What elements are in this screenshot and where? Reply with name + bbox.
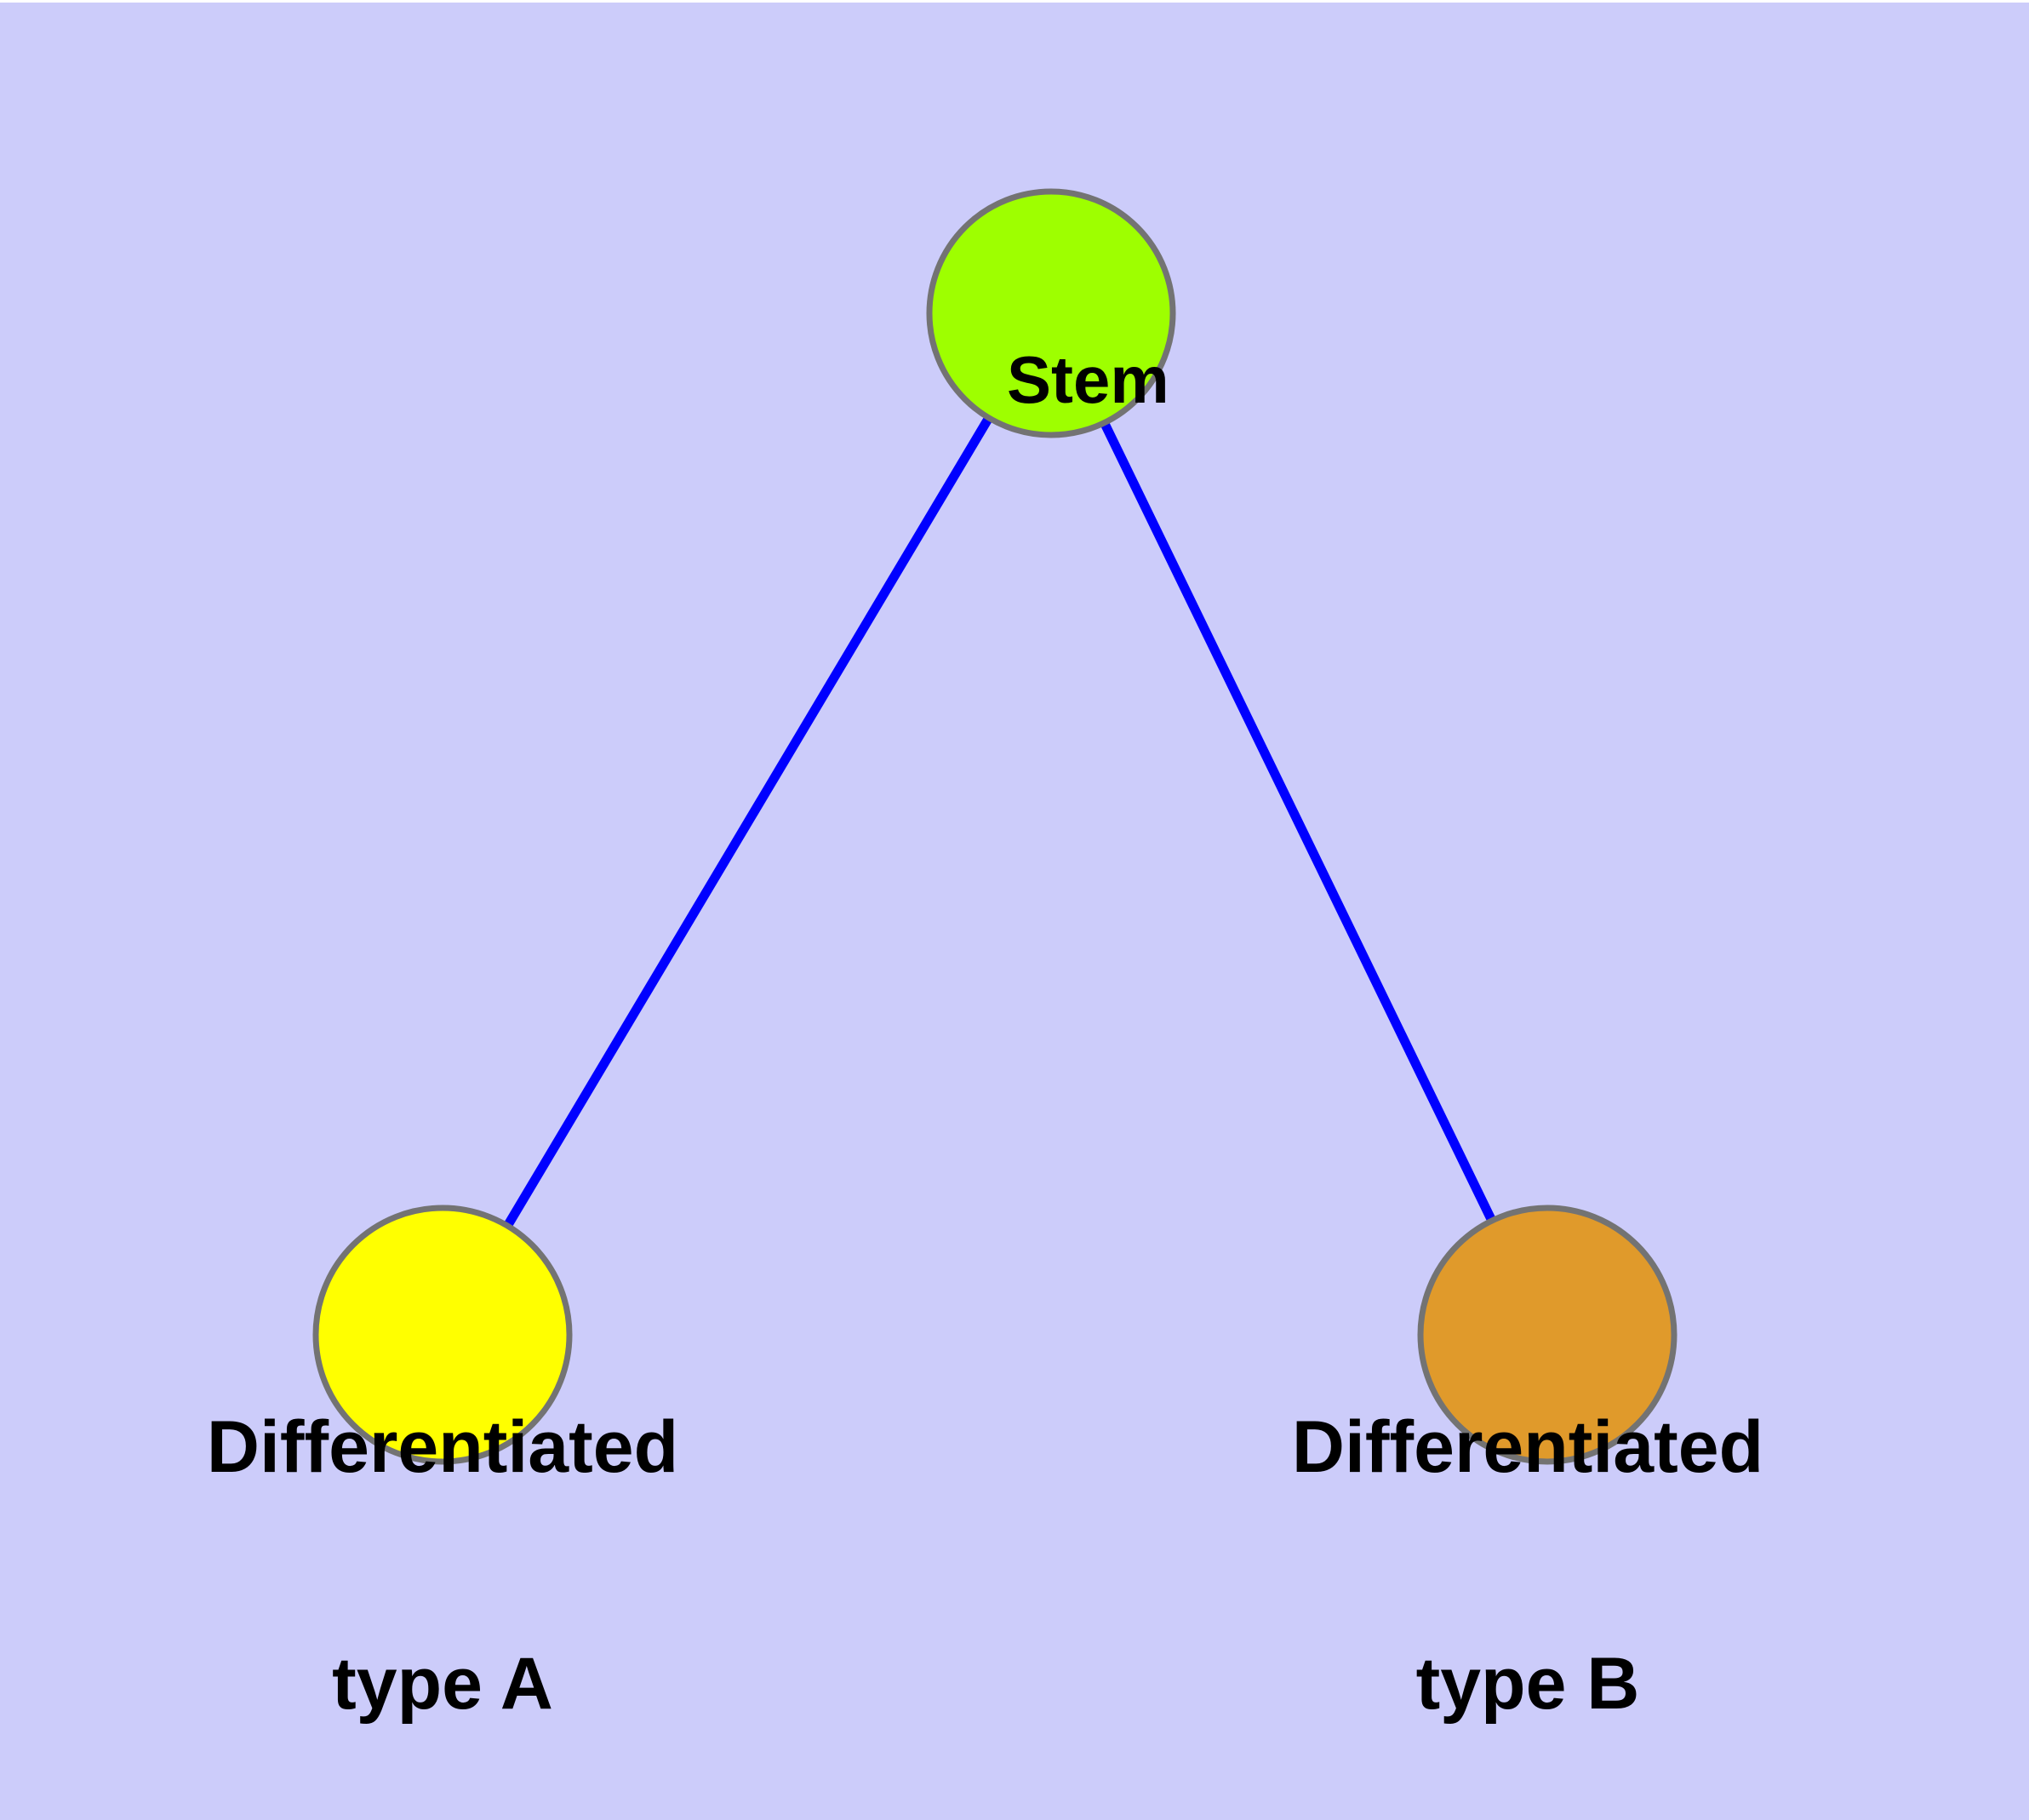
edge-layer — [438, 311, 1552, 1337]
node-differentiated-type-b[interactable] — [1417, 1205, 1677, 1465]
edge-stem-to-differentiated-type-a[interactable] — [438, 311, 1055, 1337]
node-layer — [312, 188, 1677, 1465]
node-stem[interactable] — [926, 188, 1176, 438]
node-differentiated-type-a[interactable] — [312, 1205, 573, 1465]
edge-stem-to-differentiated-type-b[interactable] — [1047, 311, 1552, 1337]
